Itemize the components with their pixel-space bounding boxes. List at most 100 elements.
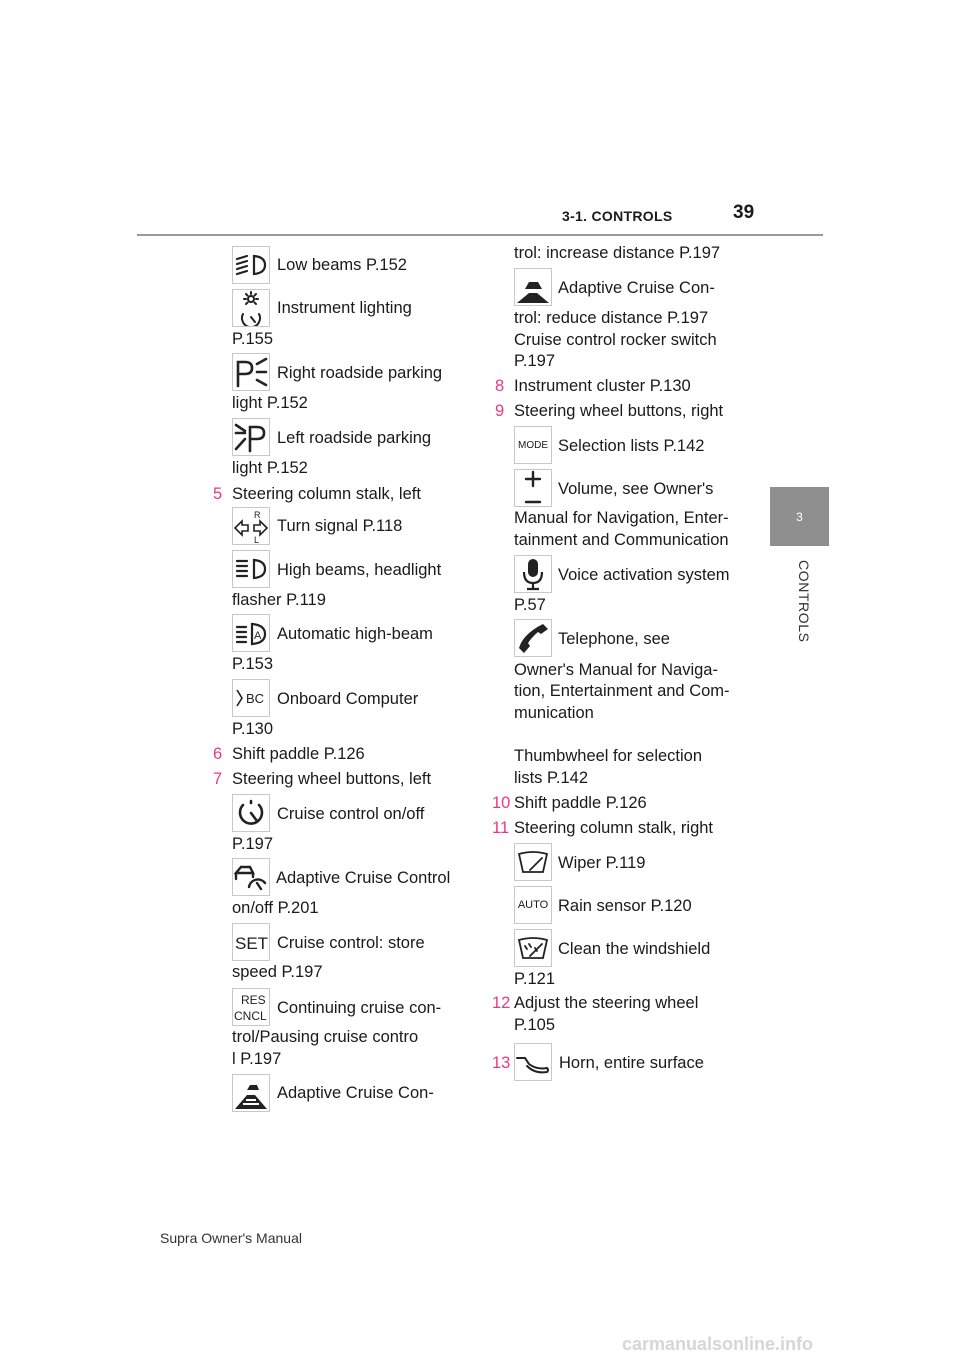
chapter-label: CONTROLS [796,560,812,643]
turn-signal-text: Turn signal P.118 [277,517,403,535]
left-parking-light-icon [232,418,270,456]
shift-paddle-right-text: Shift paddle P.126 [514,794,647,812]
item-number-13: 13 [492,1054,511,1072]
res-text-1: Continuing cruise con- [277,999,442,1017]
cluster-text: Instrument cluster P.130 [514,377,691,395]
onboard-computer-icon: BC [232,679,270,717]
phone-text-4: munication [514,704,594,722]
mode-label: MODE [518,439,548,451]
acc-increase-distance-icon [232,1074,270,1112]
low-beam-icon [232,246,270,284]
set-label: SET [235,934,268,953]
instrument-lighting-icon [232,289,270,327]
item-number-9: 9 [495,402,505,420]
left-parking-text-2: light P.152 [232,459,308,477]
adaptive-cruise-icon [232,858,270,896]
onboard-text-2: P.130 [232,720,273,738]
voice-text-1: Voice activation system [558,566,730,584]
auto-rain-sensor-icon: AUTO [514,886,552,924]
voice-text-2: P.57 [514,596,546,614]
clean-text-2: P.121 [514,970,555,988]
right-parking-text-2: light P.152 [232,394,308,412]
left-parking-text-1: Left roadside parking [277,429,432,447]
instrument-lighting-text-1: Instrument lighting [277,299,412,317]
chapter-number: 3 [796,509,803,524]
horn-text: Horn, entire surface [559,1054,704,1072]
acc-increase-text-2: trol: increase distance P.197 [514,244,721,262]
item-number-7: 7 [213,770,223,788]
rocker-text-1: Cruise control rocker switch [514,331,717,349]
telephone-icon [514,619,552,657]
thumbwheel-text-2: lists P.142 [514,769,588,787]
high-beams-text-1: High beams, headlight [277,561,442,579]
onboard-text-1: Onboard Computer [277,690,419,708]
item-number-8: 8 [495,377,505,395]
cruise-text-2: P.197 [232,835,273,853]
volume-text-3: tainment and Communication [514,531,729,549]
adjust-text-2: P.105 [514,1016,555,1034]
set-text-1: Cruise control: store [277,934,425,952]
acc-text-1: Adaptive Cruise Control [276,869,451,887]
acc-reduce-text-1: Adaptive Cruise Con- [558,279,715,297]
wheel-right-heading: Steering wheel buttons, right [514,402,724,420]
phone-text-1: Telephone, see [558,630,670,648]
phone-text-3: tion, Entertainment and Com- [514,682,730,700]
selection-text: Selection lists P.142 [558,437,705,455]
stalk-right-heading: Steering column stalk, right [514,819,714,837]
set-button-icon: SET [232,923,270,961]
high-beams-text-2: flasher P.119 [232,591,326,609]
volume-text-1: Volume, see Owner's [558,480,714,498]
turn-l-label: L [254,535,259,544]
right-parking-light-icon [232,353,270,391]
rocker-text-2: P.197 [514,352,555,370]
header-rule [137,234,823,236]
volume-text-2: Manual for Navigation, Enter- [514,509,729,527]
res-cncl-icon: RES CNCL [232,988,270,1026]
microphone-icon [514,555,552,593]
rain-sensor-text: Rain sensor P.120 [558,897,692,915]
res-text-3: l P.197 [232,1050,282,1068]
item-number-10: 10 [492,794,511,812]
section-title: 3-1. CONTROLS [562,208,673,224]
auto-high-text-1: Automatic high-beam [277,625,433,643]
phone-text-2: Owner's Manual for Naviga- [514,661,718,679]
res-label: RES [241,993,266,1007]
res-text-2: trol/Pausing cruise contro [232,1028,419,1046]
adjust-text-1: Adjust the steering wheel [514,994,699,1012]
chapter-tab: 3 [770,487,829,546]
item-number-11: 11 [492,819,510,837]
thumbwheel-text-1: Thumbwheel for selection [514,747,703,765]
item-number-6: 6 [213,745,223,763]
mode-button-icon: MODE [514,426,552,464]
stalk-left-heading: Steering column stalk, left [232,485,421,503]
wheel-left-heading: Steering wheel buttons, left [232,770,432,788]
acc-reduce-text-2: trol: reduce distance P.197 [514,309,709,327]
auto-high-text-2: P.153 [232,655,273,673]
auto-label: AUTO [517,898,549,911]
auto-high-a-label: A [254,630,262,642]
wiper-icon [514,843,552,881]
auto-high-beam-icon: A [232,614,270,652]
cruise-text-1: Cruise control on/off [277,805,425,823]
chapter-side-label: CONTROLS [793,560,813,660]
right-parking-text-1: Right roadside parking [277,364,443,382]
windshield-washer-icon [514,929,552,967]
cncl-label: CNCL [234,1009,267,1023]
item-number-5: 5 [213,485,223,503]
cruise-control-icon [232,794,270,832]
clean-text-1: Clean the windshield [558,940,711,958]
high-beam-icon [232,550,270,588]
acc-text-2: on/off P.201 [232,899,319,917]
set-text-2: speed P.197 [232,963,323,981]
turn-r-label: R [254,510,261,520]
item-number-12: 12 [492,994,511,1012]
wiper-text: Wiper P.119 [558,854,646,872]
acc-increase-text-1: Adaptive Cruise Con- [277,1084,434,1102]
low-beams-text: Low beams P.152 [277,256,407,274]
horn-icon [514,1043,552,1081]
watermark: carmanualsonline.info [622,1334,814,1354]
shift-paddle-left-text: Shift paddle P.126 [232,745,365,763]
page-number: 39 [733,202,755,223]
instrument-lighting-text-2: P.155 [232,330,273,348]
